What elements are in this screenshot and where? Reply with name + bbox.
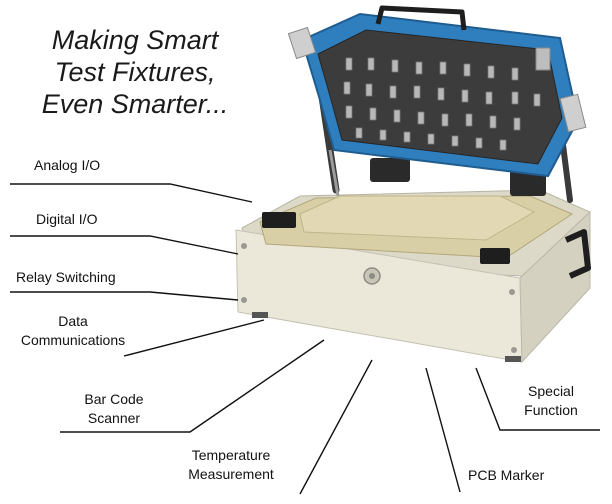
front-screw	[241, 243, 247, 249]
callout-relay-switching: Relay Switching	[16, 268, 116, 287]
base-foot-right	[505, 356, 521, 362]
callout-data-communications: Data Communications	[14, 312, 132, 350]
callout-temperature-line-2: Measurement	[188, 466, 274, 482]
callout-special-line-1: Special	[528, 383, 574, 399]
leader-data-communications	[123, 319, 265, 357]
front-screw	[509, 289, 515, 295]
headline: Making Smart Test Fixtures, Even Smarter…	[10, 24, 260, 120]
callout-digital-io-text: Digital I/O	[36, 211, 98, 227]
lid-latch-right	[559, 93, 587, 133]
leader-special-function	[475, 367, 600, 431]
callout-relay-switching-text: Relay Switching	[16, 269, 116, 285]
callout-data-communications-line-2: Communications	[20, 332, 126, 348]
callout-temperature-measurement: Temperature Measurement	[176, 446, 286, 484]
headline-line-3: Even Smarter...	[41, 89, 229, 119]
test-plate-inner	[299, 195, 536, 241]
front-screw	[241, 297, 247, 303]
pin-row	[345, 105, 521, 131]
callout-pcb-marker: PCB Marker	[468, 466, 544, 485]
latch-block-right	[480, 248, 510, 264]
callout-bar-code-line-2: Scanner	[87, 410, 141, 426]
leader-relay-switching	[10, 291, 239, 301]
callout-bar-code-line-1: Bar Code	[84, 391, 144, 407]
leader-temperature	[299, 359, 373, 495]
base-foot-left	[252, 312, 268, 318]
callout-bar-code-scanner: Bar Code Scanner	[76, 390, 152, 428]
callout-pcb-marker-text: PCB Marker	[468, 467, 545, 483]
gas-strut-left-rod	[328, 149, 340, 197]
latch-block-left	[262, 212, 296, 228]
leader-pcb-marker	[425, 367, 461, 493]
side-handle	[564, 229, 591, 279]
hinge-block-right	[510, 170, 546, 196]
callout-digital-io: Digital I/O	[36, 210, 97, 229]
hinge-block-left	[370, 158, 410, 182]
leader-lines	[10, 183, 600, 495]
callout-special-line-2: Function	[524, 402, 578, 418]
leader-digital-io	[10, 235, 239, 255]
pin-row	[345, 57, 519, 81]
pin-row	[355, 127, 507, 151]
lid-latch-left	[287, 26, 317, 60]
lid-clip-right	[535, 47, 551, 71]
callout-data-communications-line-1: Data	[58, 313, 88, 329]
front-screw	[511, 347, 517, 353]
callout-special-function: Special Function	[516, 382, 586, 420]
callout-analog-io-text: Analog I/O	[34, 157, 101, 173]
pin-row	[343, 81, 541, 107]
callout-analog-io: Analog I/O	[34, 156, 100, 175]
leader-bar-code-scanner	[60, 339, 325, 433]
leader-analog-io	[10, 183, 253, 203]
front-knob-center	[369, 273, 375, 279]
headline-line-2: Test Fixtures,	[54, 57, 216, 87]
lid-handle	[375, 5, 467, 31]
callout-temperature-line-1: Temperature	[191, 447, 271, 463]
push-pin-grid	[343, 57, 541, 151]
headline-line-1: Making Smart	[51, 25, 219, 55]
base-right-face	[519, 210, 591, 364]
